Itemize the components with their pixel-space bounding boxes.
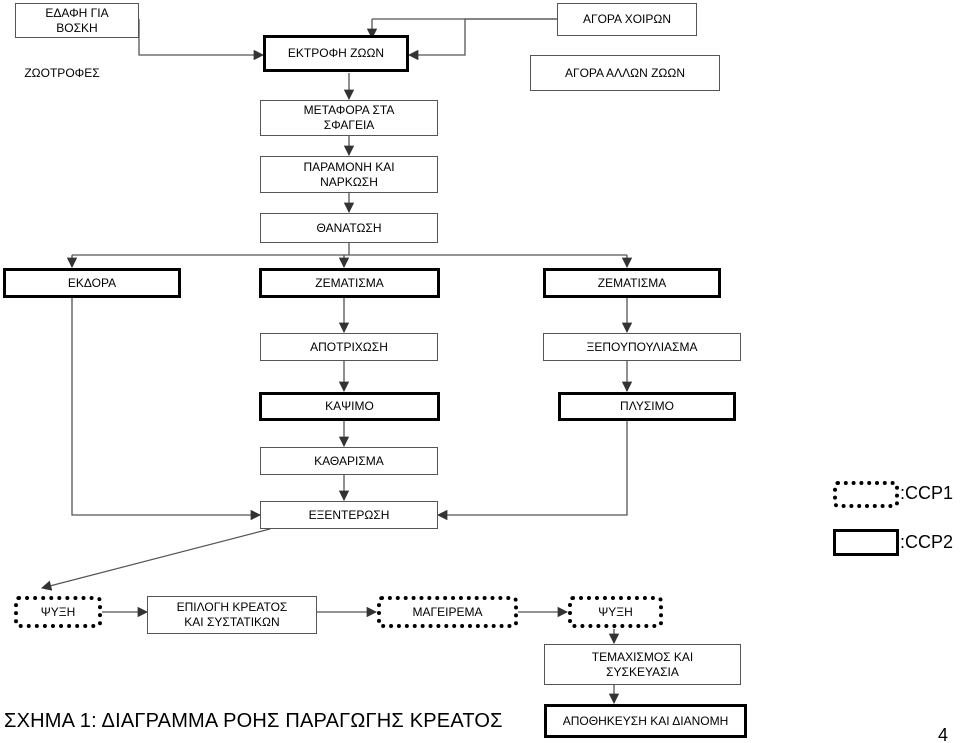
- node-psyxi2: ΨΥΞΗ: [568, 596, 663, 628]
- node-kapsimo: ΚΑΨΙΜΟ: [259, 392, 440, 421]
- node-paramoni: ΠΑΡΑΜΟΝΗ ΚΑΙ ΝΑΡΚΩΣΗ: [260, 156, 438, 193]
- node-xepoupouliasma: ΞΕΠΟΥΠΟΥΛΙΑΣΜΑ: [543, 333, 741, 361]
- node-ektrofi: ΕΚΤΡΟΦΗ ΖΩΩΝ: [263, 35, 409, 72]
- node-zematisma1: ΖΕΜΑΤΙΣΜΑ: [259, 268, 440, 298]
- node-apotrixosi: ΑΠΟΤΡΙΧΩΣΗ: [260, 333, 438, 361]
- figure-caption: ΣΧΗΜΑ 1: ΔΙΑΓΡΑΜΜΑ ΡΟΗΣ ΠΑΡΑΓΩΓΗΣ ΚΡΕΑΤΟ…: [4, 710, 503, 732]
- node-temaxismos: ΤΕΜΑΧΙΣΜΟΣ ΚΑΙ ΣΥΣΚΕΥΑΣΙΑ: [544, 644, 741, 685]
- arrow-ekdora-exenterosi: [71, 298, 262, 521]
- arrow-edafi-ektrofi: [138, 19, 265, 61]
- arrow-xoiron-ektrofi: [407, 18, 557, 61]
- node-zootrofes: ΖΩΟΤΡΟΦΕΣ: [24, 65, 100, 80]
- node-agora-allon: ΑΓΟΡΑ ΑΛΛΩΝ ΖΩΩΝ: [530, 55, 720, 91]
- legend-ccp2-swatch: [833, 529, 899, 556]
- node-mageirema: ΜΑΓΕΙΡΕΜΑ: [377, 596, 518, 628]
- arrow-plysimo-exenterosi: [436, 421, 628, 521]
- node-epilogi: ΕΠΙΛΟΓΗ ΚΡΕΑΤΟΣ ΚΑΙ ΣΥΣΤΑΤΙΚΩΝ: [147, 596, 317, 634]
- node-edafi: ΕΔΑΦΗ ΓΙΑ ΒΟΣΚΗ: [15, 3, 139, 38]
- legend-ccp1-label: :CCP1: [900, 483, 954, 503]
- node-metafora: ΜΕΤΑΦΟΡΑ ΣΤΑ ΣΦΑΓΕΙΑ: [260, 100, 438, 136]
- legend-ccp2-label: :CCP2: [900, 532, 954, 552]
- node-ekdora: ΕΚΔΟΡΑ: [3, 268, 181, 298]
- line-thanatosi-split: [72, 243, 627, 256]
- node-plysimo: ΠΛΥΣΙΜΟ: [558, 392, 736, 421]
- node-agora-xoiron: ΑΓΟΡΑ ΧΟΙΡΩΝ: [557, 3, 697, 36]
- node-apothikeusi: ΑΠΟΘΗΚΕΥΣΗ ΚΑΙ ΔΙΑΝΟΜΗ: [544, 704, 747, 738]
- node-katharisma: ΚΑΘΑΡΙΣΜΑ: [260, 447, 438, 475]
- arrow-exenterosi-psyxi1: [40, 528, 271, 591]
- node-exenterosi: ΕΞΕΝΤΕΡΩΣΗ: [260, 501, 438, 529]
- node-thanatosi: ΘΑΝΑΤΩΣΗ: [260, 213, 438, 243]
- legend-ccp1-swatch: [833, 481, 899, 508]
- page-number: 4: [938, 725, 949, 743]
- node-psyxi1: ΨΥΞΗ: [14, 596, 102, 628]
- node-zematisma2: ΖΕΜΑΤΙΣΜΑ: [543, 268, 721, 298]
